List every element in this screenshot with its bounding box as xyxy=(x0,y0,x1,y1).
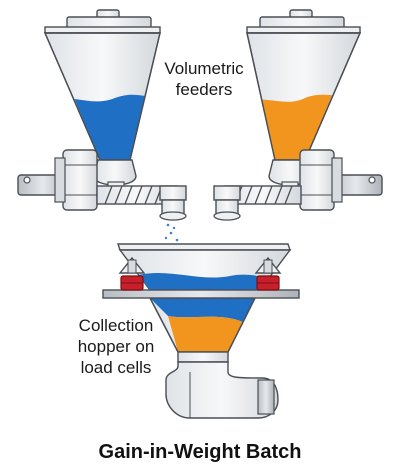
feeders-label-line-2: feeders xyxy=(175,80,233,99)
diagram-title: Gain-in-Weight Batch xyxy=(98,441,302,463)
collection-blue-layer xyxy=(150,298,255,322)
support-beam xyxy=(102,289,300,299)
discharge-pipe xyxy=(165,361,279,419)
left-auger-screw xyxy=(104,185,173,205)
left-hopper-rim xyxy=(44,26,161,34)
collection-hopper xyxy=(117,243,292,363)
collection-label-line-2: hopper on xyxy=(77,337,155,356)
feeders-label-line-1: Volumetric xyxy=(164,59,244,78)
collection-label-line-1: Collection xyxy=(78,316,154,335)
collection-blue-layer-top xyxy=(138,272,275,290)
collection-hopper-label: Collection hopper on load cells xyxy=(58,315,174,378)
collection-label-line-3: load cells xyxy=(80,358,152,377)
left-volumetric-feeder xyxy=(17,9,187,221)
left-hopper-blue-material xyxy=(45,94,160,160)
load-cell-frame xyxy=(102,256,300,299)
left-feeder-bowl xyxy=(93,159,137,186)
left-motor-housing xyxy=(62,149,98,211)
collection-orange-layer xyxy=(168,316,243,352)
volumetric-feeders-label: Volumetric feeders xyxy=(148,58,260,100)
right-hopper-rim xyxy=(246,26,361,34)
right-motor-housing xyxy=(299,149,335,211)
collection-hopper-rim xyxy=(117,243,291,251)
right-volumetric-feeder xyxy=(213,9,383,221)
